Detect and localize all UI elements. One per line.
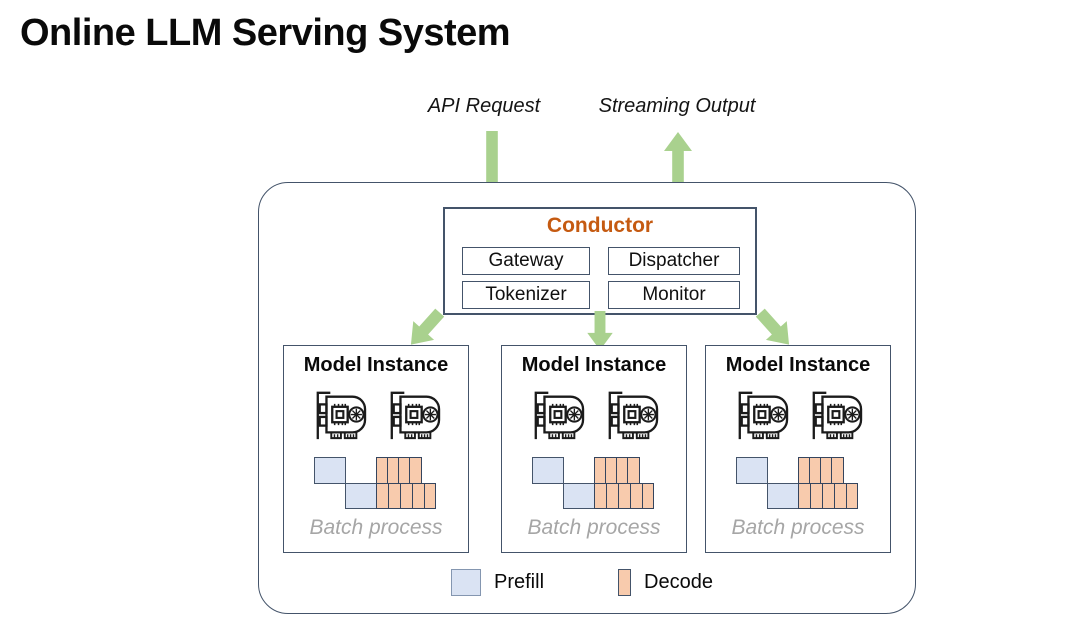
conductor-box: Conductor Gateway Dispatcher Tokenizer M… (443, 207, 757, 315)
model-instance-title: Model Instance (521, 354, 667, 376)
prefill-cell (314, 457, 346, 484)
conductor-component-dispatcher: Dispatcher (608, 247, 740, 275)
conductor-component-gateway: Gateway (462, 247, 590, 275)
model-instance-title: Model Instance (725, 354, 871, 376)
prefill-cell (736, 457, 768, 484)
decode-cell (627, 457, 640, 484)
prefill-cell (767, 483, 799, 509)
gpu-card-icon (534, 391, 585, 441)
model-instance-box: Model Instance Batch process (705, 345, 891, 553)
streaming-output-label: Streaming Output (598, 95, 756, 117)
batch-process-diagram (532, 457, 654, 509)
gpu-card-icon (608, 391, 659, 441)
decode-cell (424, 483, 436, 509)
gpu-row (284, 388, 468, 442)
prefill-cell (345, 483, 377, 509)
decode-cell (642, 483, 654, 509)
legend-decode-swatch (618, 569, 631, 596)
batch-process-caption: Batch process (309, 516, 443, 539)
decode-cell (409, 457, 422, 484)
prefill-cell (532, 457, 564, 484)
conductor-component-monitor: Monitor (608, 281, 740, 309)
gpu-card-icon (316, 391, 367, 441)
legend-decode-label: Decode (644, 571, 713, 593)
legend-prefill-label: Prefill (494, 571, 545, 593)
batch-process-diagram (314, 457, 436, 509)
batch-process-caption: Batch process (527, 516, 661, 539)
gpu-card-icon (738, 391, 789, 441)
decode-cell (831, 457, 844, 484)
batch-process-diagram (736, 457, 858, 509)
model-instance-box: Model Instance Batch process (501, 345, 687, 553)
batch-process-caption: Batch process (731, 516, 865, 539)
conductor-component-tokenizer: Tokenizer (462, 281, 590, 309)
decode-cell (846, 483, 858, 509)
gpu-row (502, 388, 686, 442)
gpu-row (706, 388, 890, 442)
prefill-cell (563, 483, 595, 509)
gpu-card-icon (390, 391, 441, 441)
model-instance-title: Model Instance (303, 354, 449, 376)
api-request-label: API Request (427, 95, 541, 117)
legend-prefill-swatch (451, 569, 481, 596)
gpu-card-icon (812, 391, 863, 441)
conductor-title: Conductor (546, 214, 654, 237)
page-title: Online LLM Serving System (20, 12, 511, 54)
model-instance-box: Model Instance Batch process (283, 345, 469, 553)
